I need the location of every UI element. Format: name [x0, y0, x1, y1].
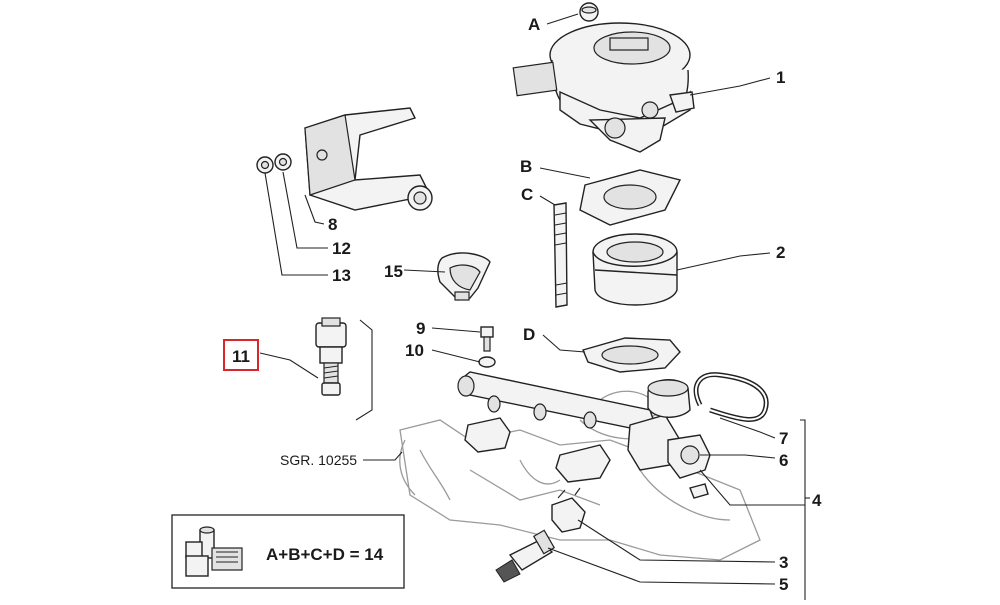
callout-8: 8	[328, 215, 337, 234]
callout-b: B	[520, 157, 532, 176]
gasket-b-drawing	[579, 169, 682, 226]
nut-12-drawing	[274, 153, 292, 171]
spacer-drawing	[592, 233, 678, 306]
intake-manifold-drawing	[399, 390, 761, 561]
callout-6: 6	[779, 451, 788, 470]
callout-12: 12	[332, 239, 351, 258]
washer-drawing	[478, 356, 496, 368]
kit-parts-icon	[185, 526, 243, 577]
clamp-drawing	[437, 252, 491, 301]
gasket-d-drawing	[582, 337, 681, 373]
bolt-drawing	[480, 326, 494, 352]
injector-drawing	[495, 529, 556, 583]
nut-13-drawing	[256, 156, 274, 174]
pressure-regulator-drawing	[647, 379, 711, 499]
callout-11: 11	[232, 347, 250, 366]
fuel-rail-drawing	[457, 371, 681, 483]
callout-a: A	[528, 15, 540, 34]
reference-code: SGR. 10255	[280, 452, 357, 468]
callout-10: 10	[405, 341, 424, 360]
callout-c: C	[521, 185, 533, 204]
callout-2: 2	[776, 243, 785, 262]
return-hose-drawing	[693, 372, 769, 422]
callout-5: 5	[779, 575, 788, 594]
callout-1: 1	[776, 68, 785, 87]
kit-box: A+B+C+D = 14	[171, 514, 405, 589]
callout-9: 9	[416, 319, 425, 338]
callout-13: 13	[332, 266, 351, 285]
throttle-body-drawing	[512, 2, 695, 153]
callout-7: 7	[779, 429, 788, 448]
leader-lines	[259, 13, 810, 600]
callout-d: D	[523, 325, 535, 344]
kit-formula: A+B+C+D = 14	[266, 545, 384, 564]
bracket-drawing	[304, 107, 433, 211]
callout-3: 3	[779, 553, 788, 572]
callout-4: 4	[812, 491, 822, 510]
callout-11-highlight-box	[223, 339, 259, 371]
temperature-sensor-drawing	[315, 317, 347, 396]
stud-c-drawing	[553, 202, 568, 308]
callout-15: 15	[384, 262, 403, 281]
injector-clip-drawing	[551, 487, 586, 533]
sensor-bracket-line	[355, 319, 373, 421]
